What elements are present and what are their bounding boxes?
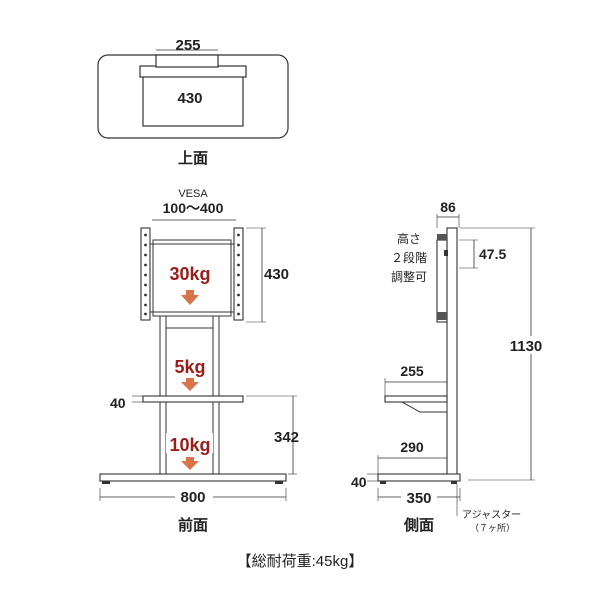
front-base: [99, 473, 287, 482]
load-top-arrow: [181, 290, 199, 305]
shelf-thickness-label: 40: [110, 395, 126, 411]
side-adjuster-left: [380, 481, 386, 484]
load-bottom-label: 10kg: [169, 435, 210, 455]
adjuster-label: アジャスター: [462, 509, 521, 521]
side-base-depth-label: 350: [406, 490, 431, 507]
top-view-width-label: 255: [175, 37, 200, 54]
side-bracket-cap-top: [437, 234, 447, 240]
front-view-caption: 前面: [178, 516, 208, 534]
front-view: VESA 100〜400 430 40: [99, 188, 299, 534]
base-width-label: 800: [180, 489, 205, 506]
label-backdrop: [170, 355, 210, 375]
adjuster-count-label: （７ヶ所）: [470, 523, 515, 533]
height-note-line2: ２段階: [391, 250, 427, 265]
front-adjuster-left: [102, 481, 110, 484]
label-backdrop: [166, 433, 213, 453]
side-shelf: [384, 395, 448, 403]
side-bracket-cap-bottom: [437, 312, 447, 320]
side-shelf-depth-label: 255: [400, 363, 424, 379]
vesa-range-label: 100〜400: [163, 200, 224, 216]
bracket-holes: [144, 233, 240, 316]
load-top-label: 30kg: [169, 264, 210, 284]
side-adjuster-right: [451, 481, 457, 484]
total-load-label: 【総耐荷重:45kg】: [237, 553, 364, 570]
label-backdrop: [175, 489, 213, 504]
offset-label: 47.5: [479, 246, 506, 262]
front-adjuster-right: [275, 481, 283, 484]
vesa-label: VESA: [178, 188, 208, 200]
side-view-caption: 側面: [403, 516, 434, 534]
side-lock: [444, 250, 448, 256]
label-backdrop: [401, 489, 437, 504]
side-pole: [446, 227, 458, 481]
total-height-label: 1130: [510, 338, 543, 355]
top-view-caption: 上面: [178, 150, 208, 167]
vesa-plate: [152, 239, 232, 317]
load-mid-arrow: [181, 378, 199, 391]
side-base-mid-label: 290: [400, 439, 424, 455]
side-base-thickness-label: 40: [351, 474, 367, 490]
height-note-line3: 調整可: [391, 269, 427, 284]
height-note-line1: 高さ: [397, 231, 421, 246]
side-base: [377, 473, 461, 482]
label-backdrop: [505, 336, 547, 354]
label-backdrop: [166, 262, 213, 282]
side-top-depth-label: 86: [440, 199, 456, 215]
top-view: 255 430 上面: [97, 37, 289, 167]
top-view-pole: [155, 54, 219, 68]
lower-height-label: 342: [274, 429, 299, 446]
load-bottom-arrow: [181, 457, 199, 470]
top-view-depth-label: 430: [177, 90, 202, 107]
side-shelf-support: [400, 401, 448, 413]
side-view: 86 高さ ２段階 調整可 47.5 1130 255 290: [351, 199, 547, 534]
mount-height-label: 430: [264, 266, 289, 283]
top-view-mount-bar: [139, 65, 247, 78]
top-view-shelf: [142, 75, 244, 127]
front-shelf: [142, 395, 244, 403]
load-mid-label: 5kg: [174, 357, 205, 377]
